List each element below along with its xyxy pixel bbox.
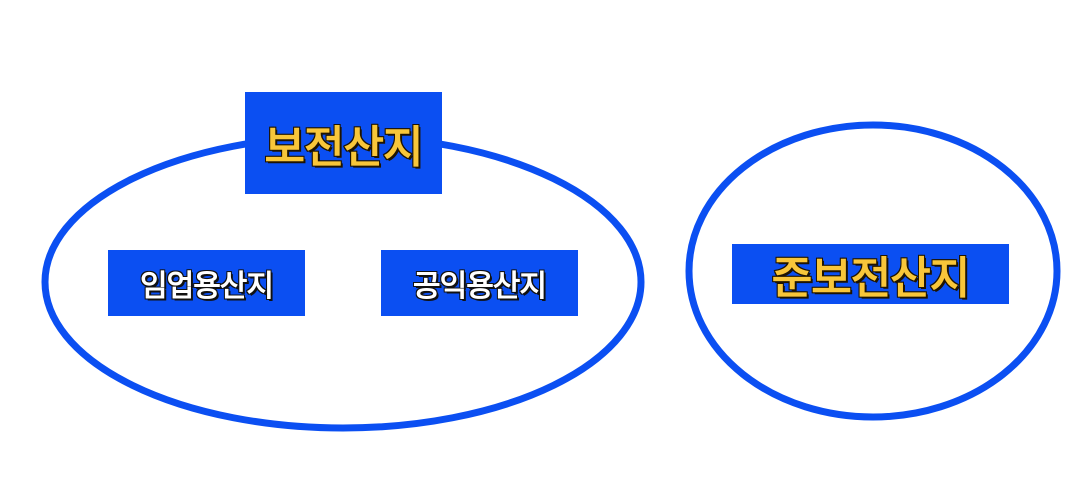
boejeon-sanji-label: 보전산지 — [245, 92, 442, 194]
jun-boejeon-sanji-label: 준보전산지 — [732, 244, 1009, 305]
gongik-yong-sanji-label: 공익용산지 — [381, 250, 578, 316]
jun-boejeon-sanji-ellipse — [685, 121, 1061, 421]
imup-yong-sanji-label: 임업용산지 — [108, 250, 305, 316]
